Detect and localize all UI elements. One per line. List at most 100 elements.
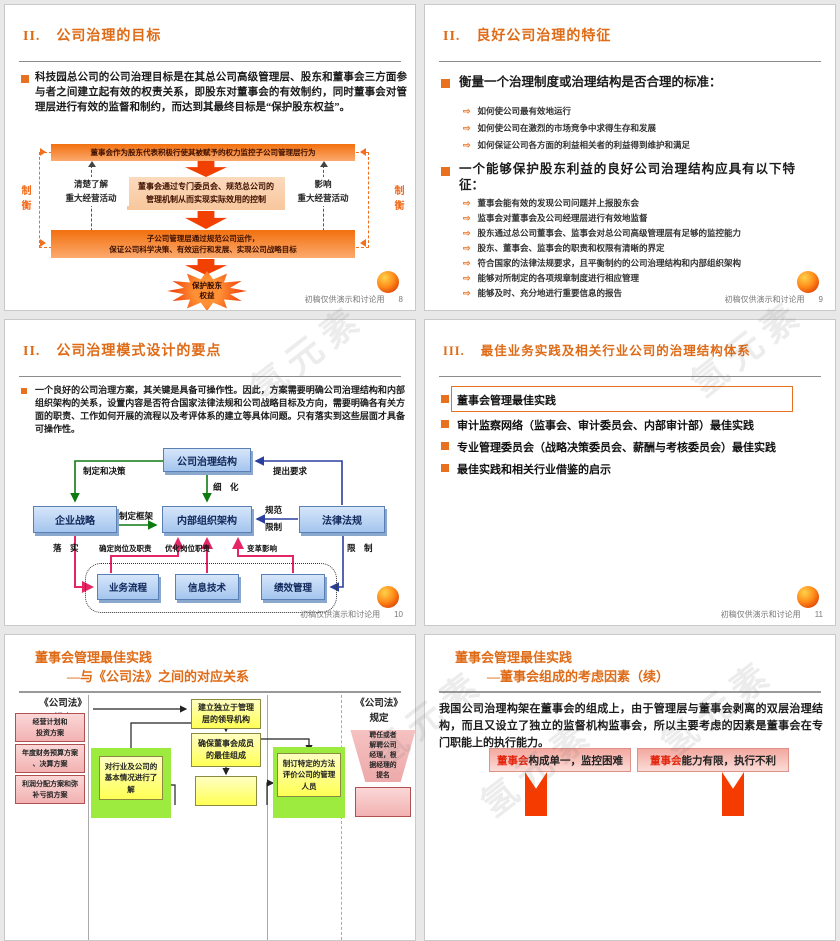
agenda-item: 最佳实践和相关行业借鉴的启示 bbox=[457, 464, 611, 476]
slide-governance-model-design: II. 公司治理模式设计的要点 一个良好的公司治理方案，其关键是具备可操作性。因此… bbox=[4, 319, 416, 626]
arrow-bullet-icon: ⇨ bbox=[463, 273, 471, 283]
body-paragraph: 一个良好的公司治理方案，其关键是具备可操作性。因此，方案需要明确公司治理结构和内… bbox=[35, 385, 405, 435]
operations-dotted-group bbox=[85, 563, 337, 613]
issue-box-composition: 董事会构成单一，监控困难 bbox=[489, 748, 631, 772]
feature-item-text: 监事会对董事会及公司经理层进行有效地监督 bbox=[477, 213, 648, 223]
flow-step-box: 建立独立于管理 层的领导机构 bbox=[191, 699, 261, 729]
feature-item-text: 董事会能有效的发现公司问题并上报股东会 bbox=[477, 198, 640, 208]
bullet-square-icon bbox=[21, 75, 29, 83]
frame-arrow-icon bbox=[40, 239, 46, 247]
orange-ball-decoration bbox=[377, 586, 399, 608]
criteria-item: ⇨ 如何使公司最有效地运行 bbox=[463, 105, 571, 117]
bullet-square-icon bbox=[21, 388, 27, 394]
law-item-box: 年度财务预算方案 、决算方案 bbox=[15, 744, 85, 773]
label-define-jobs: 确定岗位及职责 bbox=[99, 544, 152, 553]
slide-title: II. 公司治理的目标 bbox=[23, 25, 161, 45]
feature-item: ⇨能够及时、充分地进行重要信息的报告 bbox=[463, 287, 622, 299]
body-paragraph: 科技园总公司的公司治理目标是在其总公司高级管理层、股东和董事会三方面参与者之间建… bbox=[35, 72, 407, 114]
frame-arrow-icon bbox=[40, 148, 46, 156]
board-emphasis: 董事会 bbox=[650, 755, 682, 767]
bullet-square-icon bbox=[441, 420, 449, 428]
label-require: 提出要求 bbox=[273, 466, 308, 476]
arrow-bullet-icon: ⇨ bbox=[463, 106, 471, 116]
frame-arrow-icon bbox=[360, 239, 366, 247]
arrow-bullet-icon: ⇨ bbox=[463, 213, 471, 223]
bullet-square-icon bbox=[441, 442, 449, 450]
criteria-heading: 衡量一个治理制度或治理结构是否合理的标准： bbox=[459, 75, 722, 89]
slide-title-line1: 董事会管理最佳实践 bbox=[35, 650, 153, 665]
frame-arrow-icon bbox=[360, 148, 366, 156]
criteria-item: ⇨如何保证公司各方面的利益相关者的利益得到维护和满足 bbox=[463, 139, 690, 151]
feature-item: ⇨ 股东通过总公司董事会、监事会对总公司高级管理层有足够的监控能力 bbox=[463, 227, 741, 239]
slide-title-text: 良好公司治理的特征 bbox=[476, 29, 612, 44]
arrow-bullet-icon: ⇨ bbox=[463, 243, 471, 253]
slide-governance-goals: II. 公司治理的目标 科技园总公司的公司治理目标是在其总公司高级管理层、股东和董… bbox=[4, 4, 416, 311]
business-process-box: 业务流程 bbox=[97, 574, 159, 600]
criteria-item-text: 如何使公司在激烈的市场竞争中求得生存和发展 bbox=[477, 123, 657, 133]
title-divider bbox=[19, 61, 401, 62]
balance-label-left: 制衡 bbox=[19, 185, 30, 215]
feature-item: ⇨ 监事会对董事会及公司经理层进行有效地监督 bbox=[463, 212, 648, 224]
slide-number-roman: II. bbox=[443, 29, 461, 44]
features-heading: 一个能够保护股东利益的良好公司治理结构应具有以下特征： bbox=[459, 162, 795, 193]
bullet-square-icon bbox=[441, 167, 450, 176]
slide-number-roman: II. bbox=[23, 344, 41, 359]
label-restrict: 限 制 bbox=[347, 543, 373, 553]
label-refine: 细 化 bbox=[213, 482, 239, 492]
company-law-header-right: 《公司法》 规定 bbox=[355, 699, 403, 725]
balance-label-right: 制衡 bbox=[392, 185, 403, 215]
note-influence-activities: 影响 重大经营活动 bbox=[291, 177, 355, 206]
title-divider bbox=[19, 691, 401, 693]
footer-disclaimer: 初稿仅供演示和讨论用 bbox=[724, 295, 805, 304]
performance-mgmt-box: 绩效管理 bbox=[261, 574, 325, 600]
label-optimize-jobs: 优化岗位职责 bbox=[165, 544, 210, 553]
protect-shareholders-starburst: 保护股东 权益 bbox=[167, 271, 247, 310]
title-divider bbox=[439, 376, 821, 377]
slide-title-text: 公司治理模式设计的要点 bbox=[56, 344, 222, 359]
feature-item: ⇨ 董事会能有效的发现公司问题并上报股东会 bbox=[463, 197, 639, 209]
arrow-bullet-icon: ⇨ bbox=[463, 288, 471, 298]
criteria-item-text: 如何使公司最有效地运行 bbox=[477, 106, 572, 116]
arrow-bullet-icon: ⇨ bbox=[463, 258, 471, 268]
blue-arrows bbox=[254, 456, 344, 592]
label-implement: 落 实 bbox=[53, 543, 79, 553]
title-divider bbox=[439, 691, 821, 693]
flow-step-box bbox=[195, 776, 257, 806]
goal-diagram: 制衡 制衡 董事会作为股东代表积极行使其被赋予的权力监控子公司管理层行为 清楚了… bbox=[5, 139, 415, 310]
bullet-square-icon bbox=[441, 395, 449, 403]
slide-title-line2: —与《公司法》之间的对应关系 bbox=[67, 669, 250, 684]
orange-ball-decoration bbox=[797, 271, 819, 293]
slide-footer: 初稿仅供演示和讨论用 9 bbox=[725, 294, 823, 305]
feature-item-text: 符合国家的法律法规要求，且平衡制约的公司治理结构和内部组织架构 bbox=[477, 258, 742, 268]
page-number: 8 bbox=[398, 295, 403, 304]
arrow-bullet-icon: ⇨ bbox=[463, 123, 471, 133]
flow-step-box: 确保董事会成员 的最佳组成 bbox=[191, 733, 261, 767]
board-emphasis: 董事会 bbox=[497, 755, 529, 767]
body-paragraph: 我国公司治理构架在董事会的组成上，由于管理层与董事会剥离的双层治理结构，而且又设… bbox=[439, 703, 823, 750]
slide-title: II. 公司治理模式设计的要点 bbox=[23, 340, 221, 360]
board-supervision-bar: 董事会作为股东代表积极行使其被赋予的权力监控子公司管理层行为 bbox=[51, 144, 355, 161]
laws-regulations-box: 法律法规 bbox=[299, 506, 385, 533]
label-decide: 制定和决策 bbox=[83, 466, 126, 476]
law-item-box bbox=[355, 787, 411, 817]
slide-title: III.最佳业务实践及相关行业公司的治理结构体系 bbox=[443, 340, 751, 359]
slide-title-text: 公司治理的目标 bbox=[56, 29, 162, 44]
feature-item-text: 股东通过总公司董事会、监事会对总公司高级管理层有足够的监控能力 bbox=[477, 228, 742, 238]
arrow-bullet-icon: ⇨ bbox=[463, 140, 471, 150]
slide-best-practices-overview: III.最佳业务实践及相关行业公司的治理结构体系 董事会管理最佳实践 审计监察网… bbox=[424, 319, 836, 626]
issue-box-capability: 董事会能力有限，执行不利 bbox=[637, 748, 789, 772]
slide-title-text: 最佳业务实践及相关行业公司的治理结构体系 bbox=[480, 344, 751, 358]
ribbon-arrow-down-icon bbox=[722, 772, 744, 816]
arrow-bullet-icon: ⇨ bbox=[463, 228, 471, 238]
agenda-item: 专业管理委员会（战略决策委员会、薪酬与考核委员会）最佳实践 bbox=[457, 442, 776, 454]
information-technology-box: 信息技术 bbox=[175, 574, 239, 600]
arrow-bullet-icon: ⇨ bbox=[463, 198, 471, 208]
page-number: 9 bbox=[818, 295, 823, 304]
ribbon-arrow-down-icon bbox=[525, 772, 547, 816]
enterprise-strategy-box: 企业战略 bbox=[33, 506, 117, 533]
slide-number-roman: II. bbox=[23, 29, 41, 44]
orange-ball-decoration bbox=[377, 271, 399, 293]
